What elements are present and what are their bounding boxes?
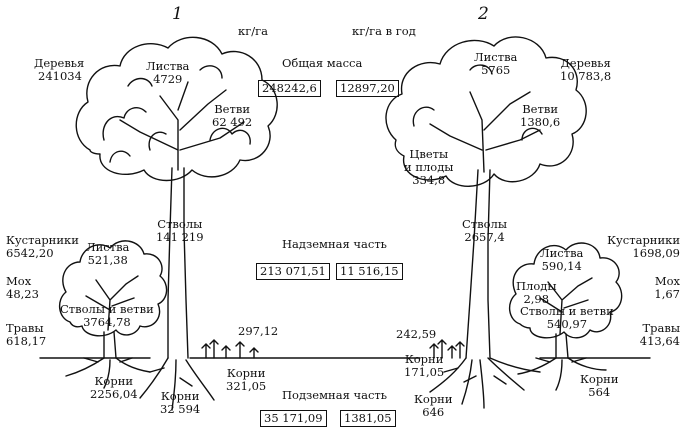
unit-label-1: кг/га bbox=[238, 24, 268, 38]
total-mass-title: Общая масса bbox=[282, 56, 363, 70]
left-grass-above-value: 297,12 bbox=[238, 324, 279, 338]
right-grass bbox=[429, 339, 465, 359]
total-mass-1: 248242,6 bbox=[258, 80, 321, 97]
above-ground-2: 11 516,15 bbox=[336, 263, 403, 280]
total-mass-2: 12897,20 bbox=[336, 80, 399, 97]
left-tree-trunk bbox=[119, 81, 245, 359]
below-ground-title: Подземная часть bbox=[282, 388, 388, 402]
below-ground-2: 1381,05 bbox=[340, 410, 396, 427]
below-ground-1: 35 171,09 bbox=[260, 410, 327, 427]
panel-number-2: 2 bbox=[478, 4, 489, 24]
right-grass-above-value: 242,59 bbox=[396, 327, 437, 341]
right-tree-trunk bbox=[429, 91, 541, 359]
left-grass bbox=[201, 339, 259, 359]
right-tree-roots bbox=[429, 357, 541, 409]
left-tree-roots bbox=[139, 357, 215, 411]
unit-label-2: кг/га в год bbox=[352, 24, 416, 38]
panel-number-1: 1 bbox=[172, 4, 183, 24]
above-ground-title: Надземная часть bbox=[282, 237, 387, 251]
above-ground-1: 213 071,51 bbox=[256, 263, 330, 280]
left-shrub bbox=[59, 240, 168, 389]
right-tree-crown bbox=[385, 36, 587, 187]
left-tree-crown bbox=[75, 36, 278, 182]
right-shrub bbox=[509, 242, 623, 391]
